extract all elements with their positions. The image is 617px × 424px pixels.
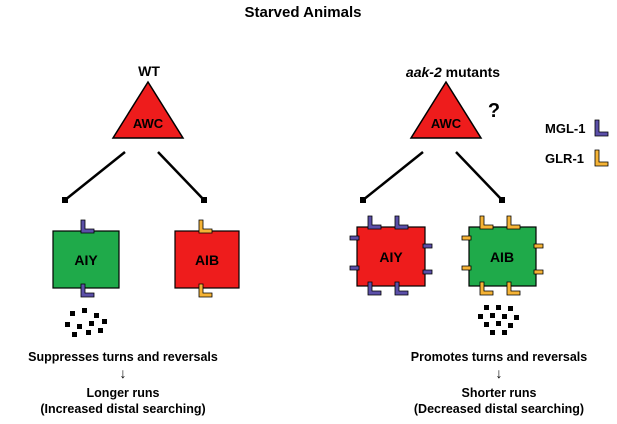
mutant-aib-glr1-receptors (461, 215, 544, 296)
legend-glr1-receptor-icon (594, 149, 609, 167)
wt-result-line1: Longer runs (87, 386, 160, 400)
wt-aib-synapse-terminal (201, 197, 207, 203)
mutant-header-rest: mutants (442, 64, 501, 80)
mutant-aib-synapse-terminal (499, 197, 505, 203)
wt-awc-label: AWC (133, 116, 164, 131)
wt-result-line2: (Increased distal searching) (40, 402, 205, 416)
wt-down-arrow: ↓ (120, 365, 127, 381)
wt-aib-box (174, 230, 240, 289)
mutant-awc-label: AWC (431, 116, 462, 131)
diagram-title: Starved Animals (245, 4, 362, 21)
mutant-aib-label: AIB (490, 249, 514, 265)
mutant-question-mark: ? (488, 100, 500, 122)
mutant-runs-dots (478, 305, 519, 335)
mutant-aiy-box (356, 226, 426, 287)
wt-aiy-mgl1-receptor-bottom (80, 283, 95, 298)
mutant-aiy-synapse-terminal (360, 197, 366, 203)
mutant-aiy-label: AIY (379, 249, 403, 265)
mutant-awc-triangle (409, 80, 483, 139)
mutant-header: aak-2 mutants (406, 64, 500, 80)
wt-header: WT (138, 63, 160, 79)
legend: MGL-1 GLR-1 (545, 119, 609, 167)
mutant-awc-aiy-synapse (362, 151, 424, 201)
mutant-result-line2: (Decreased distal searching) (414, 402, 584, 416)
wt-awc-aiy-synapse (64, 151, 126, 201)
wt-runs-dots (65, 308, 107, 337)
wt-aib-label: AIB (195, 252, 219, 268)
wt-aiy-synapse-terminal (62, 197, 68, 203)
mutant-aiy-mgl1-receptors (349, 215, 433, 296)
wt-effect-text: Suppresses turns and reversals (28, 350, 218, 364)
wt-awc-triangle (111, 80, 185, 139)
mutant-header-gene: aak-2 (406, 64, 442, 80)
mutant-result-line1: Shorter runs (461, 386, 536, 400)
mutant-awc-aib-synapse (455, 151, 503, 201)
mutant-aib-box (468, 226, 537, 287)
wt-aiy-label: AIY (74, 252, 98, 268)
mutant-effect-text: Promotes turns and reversals (411, 350, 588, 364)
legend-mgl1-receptor-icon (594, 119, 609, 137)
wt-aib-glr1-receptor-bottom (198, 283, 213, 298)
wt-aib-glr1-receptor-top (198, 219, 213, 234)
mutant-down-arrow: ↓ (496, 365, 503, 381)
legend-glr1-label: GLR-1 (545, 151, 584, 166)
legend-mgl1-label: MGL-1 (545, 121, 585, 136)
wt-aiy-mgl1-receptor-top (80, 219, 95, 234)
wt-aiy-box (52, 230, 120, 289)
wt-awc-aib-synapse (157, 151, 205, 201)
